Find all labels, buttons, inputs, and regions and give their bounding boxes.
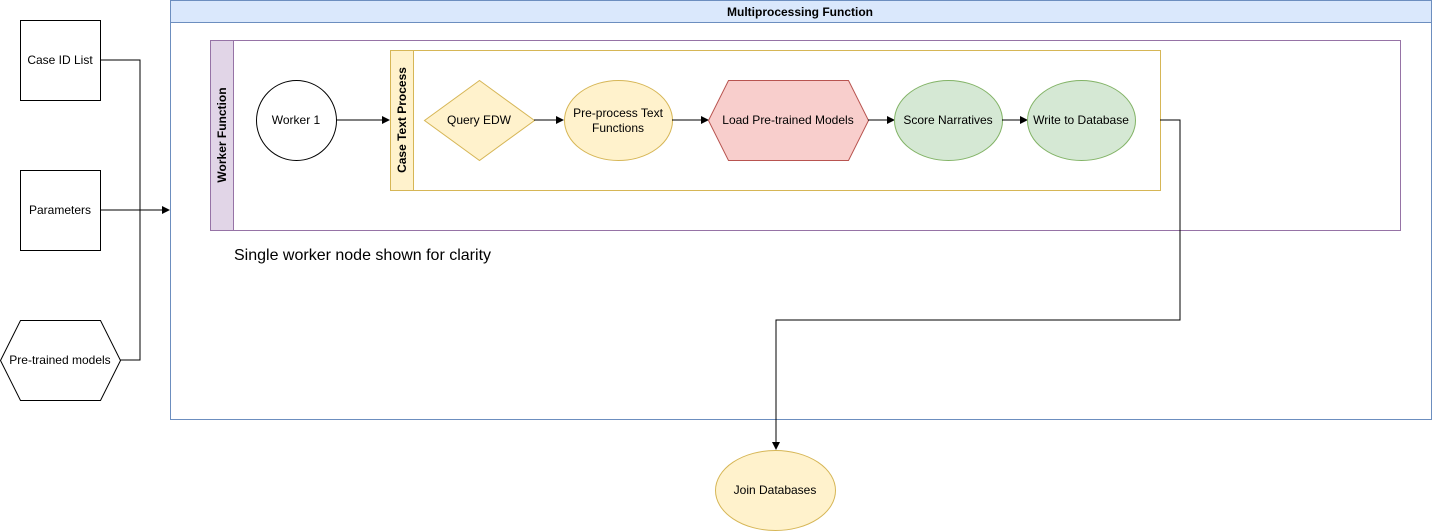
multiprocessing-header bbox=[170, 0, 1432, 23]
pretrained-models-label: Pre-trained models bbox=[9, 353, 110, 367]
worker-1-label: Worker 1 bbox=[272, 113, 321, 127]
worker-1-node: Worker 1 bbox=[256, 80, 337, 161]
case-id-list-node: Case ID List bbox=[20, 20, 101, 101]
query-edw-node: Query EDW bbox=[423, 79, 536, 162]
query-edw-label: Query EDW bbox=[447, 113, 512, 127]
input-connectors bbox=[100, 59, 170, 361]
write-database-label: Write to Database bbox=[1033, 113, 1129, 127]
case-id-list-label: Case ID List bbox=[27, 53, 93, 67]
preprocess-node: Pre-process Text Functions bbox=[564, 80, 673, 161]
preprocess-label-line1: Pre-process Text bbox=[573, 106, 663, 120]
score-narratives-node: Score Narratives bbox=[894, 80, 1003, 161]
pretrained-models-node: Pre-trained models bbox=[0, 320, 122, 401]
multiprocessing-title: Multiprocessing Function bbox=[727, 5, 873, 19]
join-databases-label: Join Databases bbox=[734, 483, 817, 497]
parameters-node: Parameters bbox=[20, 170, 101, 251]
load-models-label: Load Pre-trained Models bbox=[722, 113, 853, 127]
case-text-process-title: Case Text Process bbox=[395, 67, 409, 173]
join-databases-node: Join Databases bbox=[715, 450, 836, 531]
parameters-label: Parameters bbox=[29, 203, 91, 217]
case-text-process-header bbox=[390, 50, 414, 191]
worker-note: Single worker node shown for clarity bbox=[234, 247, 491, 264]
preprocess-label-line2: Functions bbox=[592, 121, 644, 135]
write-database-node: Write to Database bbox=[1027, 80, 1136, 161]
score-narratives-label: Score Narratives bbox=[903, 113, 992, 127]
load-models-node: Load Pre-trained Models bbox=[707, 80, 870, 161]
case-to-join-connector bbox=[772, 119, 1181, 450]
worker-function-header bbox=[210, 40, 234, 231]
worker-function-title: Worker Function bbox=[215, 87, 229, 182]
